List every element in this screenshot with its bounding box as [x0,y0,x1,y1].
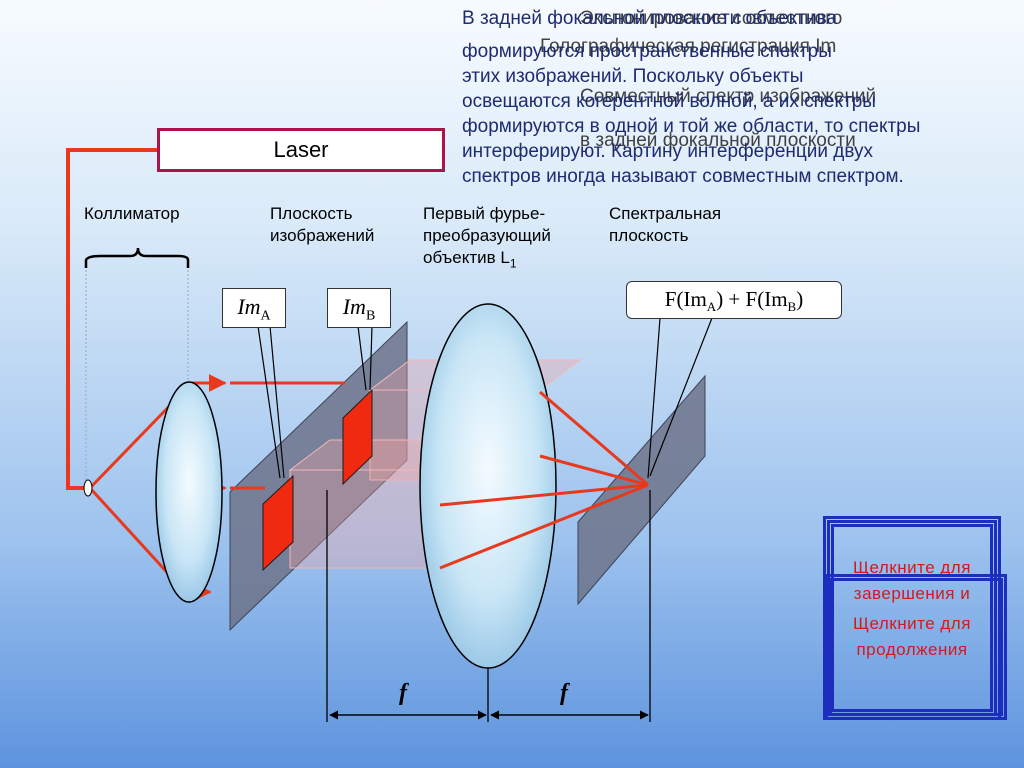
description-paragraph: В задней фокальной плоскости объектива ф… [462,8,1022,188]
fourier-lens-label-line1: Первый фурье- [423,204,546,223]
formula-sub-b: B [787,299,797,315]
description-line4: освещаются когерентной волной, а их спек… [462,91,876,112]
focal-length-right: f [560,680,568,706]
laser-feed-beam [66,148,157,490]
im-b-base: Im [342,294,366,319]
formula-sub-a: A [706,299,717,315]
finish-button-line2[interactable]: завершения и [853,584,971,603]
fourier-lens-label-sub: 1 [509,256,517,271]
focal-distance-markers [326,490,651,722]
im-a-base: Im [237,294,261,319]
image-plane-label-line1: Плоскость [270,204,353,223]
fourier-lens [419,303,557,669]
overlay-text-1: Экспонирование совместного [580,8,843,29]
spectral-plane-label-line1: Спектральная [609,204,722,223]
overlay-text-3: Совместный спектр изображений [580,86,877,107]
next-button-frame-1[interactable] [825,574,1007,720]
im-a-box: ImA [222,288,286,328]
joint-spectrum-formula: F(ImA) + F(ImB) [626,281,842,319]
finish-button-line1[interactable]: Щелкните для [853,558,971,577]
description-line6: интерферируют. Картину интерференции дву… [462,141,874,162]
im-a-sub: A [260,308,271,324]
next-button-line1[interactable]: Щелкните для [853,614,971,633]
formula-part1: F(Im [664,287,707,311]
formula-part2: ) + F(Im [716,287,788,311]
formula-part3: ) [796,287,804,311]
focal-length-left: f [399,680,407,706]
description-line7: спектров иногда называют совместным спек… [462,166,904,187]
im-b-box: ImB [327,288,391,328]
spectral-plane-panel [577,374,706,606]
fourier-lens-label-line2: преобразующий [423,226,551,245]
collimator-label: Коллиматор [84,204,180,223]
laser-box: Laser [157,128,445,172]
next-button-line2[interactable]: продолжения [856,640,968,659]
overlay-text-2: Голографическая регистрация Im [540,36,837,57]
fourier-lens-label: Первый фурье- преобразующий объектив L1 [423,203,551,274]
point-source [83,479,93,497]
im-b-sub: B [365,308,376,324]
next-button-frame-2[interactable] [829,578,1003,716]
collimating-lens [155,381,223,603]
object-im-b [342,388,373,486]
callout-lines [257,317,713,479]
object-im-a [262,474,294,572]
spectral-plane-label-line2: плоскость [609,226,689,245]
description-line5: формируются в одной и той же области, то… [462,116,921,137]
description-line3: этих изображений. Поскольку объекты [462,66,804,87]
fourier-lens-label-text: объектив L [423,248,510,267]
description-line1: В задней фокальной плоскости объектива [462,8,838,29]
converging-beams [439,390,649,570]
collimator-bracket [84,247,190,484]
spectral-plane-label: Спектральная плоскость [609,203,721,247]
image-plane-label: Плоскость изображений [270,203,374,247]
overlay-text-4: в задней фокальной плоскости [580,130,856,151]
fourier-lens-label-line3: объектив L1 [423,247,551,274]
description-line2: формируются пространственные спектры [462,41,832,62]
image-plane-label-line2: изображений [270,226,375,245]
finish-button-frame-3[interactable] [831,524,993,712]
